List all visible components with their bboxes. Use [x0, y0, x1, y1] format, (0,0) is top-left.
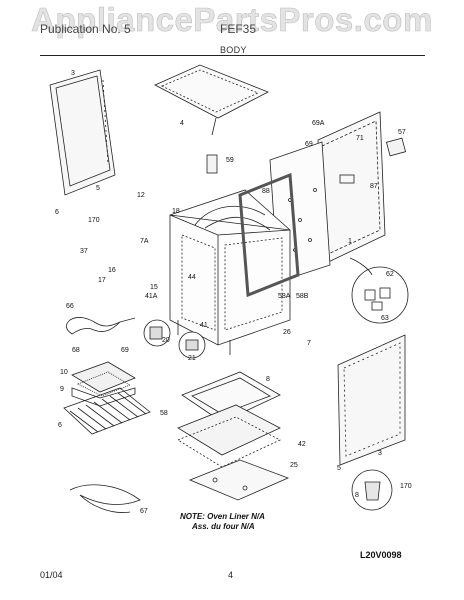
note-text: NOTE: Oven Liner N/A Ass. du four N/A	[180, 512, 265, 532]
callout-label: 7	[307, 340, 311, 347]
section-title: BODY	[220, 45, 247, 55]
callout-label: 21	[188, 355, 196, 362]
callout-label: 68	[72, 347, 80, 354]
note-line-1: NOTE: Oven Liner N/A	[180, 512, 265, 521]
callout-label: 58	[160, 410, 168, 417]
callout-label: 59	[226, 157, 234, 164]
bottom-panel	[188, 459, 290, 501]
diagram-code: L20V0098	[360, 550, 402, 560]
cover-plate-57	[385, 137, 407, 157]
callout-label: 20	[162, 337, 170, 344]
callout-label: 8	[266, 376, 270, 383]
model-number: FEF35	[220, 22, 257, 36]
callout-label: 88	[262, 188, 270, 195]
callout-labels: 3 4 59 69A 69 71 57 87 88 1 5 6 170 12 1…	[55, 70, 412, 515]
callout-label: 58B	[296, 293, 309, 300]
watermark: AppliancePartsPros.com	[31, 1, 433, 39]
oven-rack	[63, 387, 151, 435]
bake-element	[69, 484, 141, 513]
callout-label: 7A	[140, 238, 149, 245]
header-rule	[40, 55, 425, 56]
vent-59	[206, 154, 218, 174]
callout-label: 58A	[278, 293, 291, 300]
oven-body	[169, 189, 291, 355]
front-frame	[238, 172, 300, 298]
callout-label: 87	[370, 183, 378, 190]
callout-label: 170	[88, 217, 100, 224]
callout-label: 67	[140, 508, 148, 515]
callout-label: 42	[298, 441, 306, 448]
callout-label: 6	[55, 209, 59, 216]
right-side-panel	[337, 334, 406, 466]
callout-label: 69	[121, 347, 129, 354]
callout-label: 69	[305, 141, 313, 148]
callout-label: 15	[150, 284, 158, 291]
callout-label: 5	[337, 465, 341, 472]
callout-label: 10	[60, 369, 68, 376]
callout-label: 170	[400, 483, 412, 490]
publication-number: Publication No. 5	[40, 22, 131, 36]
top-panel	[154, 64, 269, 136]
callout-label: 6	[58, 422, 62, 429]
callout-label: 18	[172, 208, 180, 215]
broil-element	[66, 317, 136, 335]
callout-label: 1	[348, 238, 352, 245]
callout-label: 41	[200, 322, 208, 329]
wire-lead	[349, 257, 373, 276]
callout-label: 66	[66, 303, 74, 310]
footer-date: 01/04	[40, 570, 63, 580]
callout-label: 62	[386, 271, 394, 278]
broil-pan	[71, 361, 136, 407]
left-side-panel	[49, 69, 116, 196]
callout-label: 69A	[312, 120, 325, 127]
callout-label: 16	[108, 267, 116, 274]
callout-label: 17	[98, 277, 106, 284]
callout-label: 63	[381, 315, 389, 322]
callout-label: 3	[71, 70, 75, 77]
callout-label: 4	[180, 120, 184, 127]
terminal-block	[364, 287, 391, 311]
callout-label: 8	[355, 492, 359, 499]
door-assembly	[177, 371, 281, 468]
callout-label: 44	[188, 274, 196, 281]
callout-label: 3	[378, 450, 382, 457]
callout-label: 57	[398, 129, 406, 136]
callout-label: 25	[290, 462, 298, 469]
page-number: 4	[228, 570, 234, 580]
callout-label: 26	[283, 329, 291, 336]
callout-label: 12	[137, 192, 145, 199]
callout-label: 41A	[145, 293, 158, 300]
callout-label: 37	[80, 248, 88, 255]
note-line-2: Ass. du four N/A	[192, 522, 255, 531]
callout-label: 5	[96, 185, 100, 192]
callout-label: 9	[60, 386, 64, 393]
callout-label: 71	[356, 135, 364, 142]
